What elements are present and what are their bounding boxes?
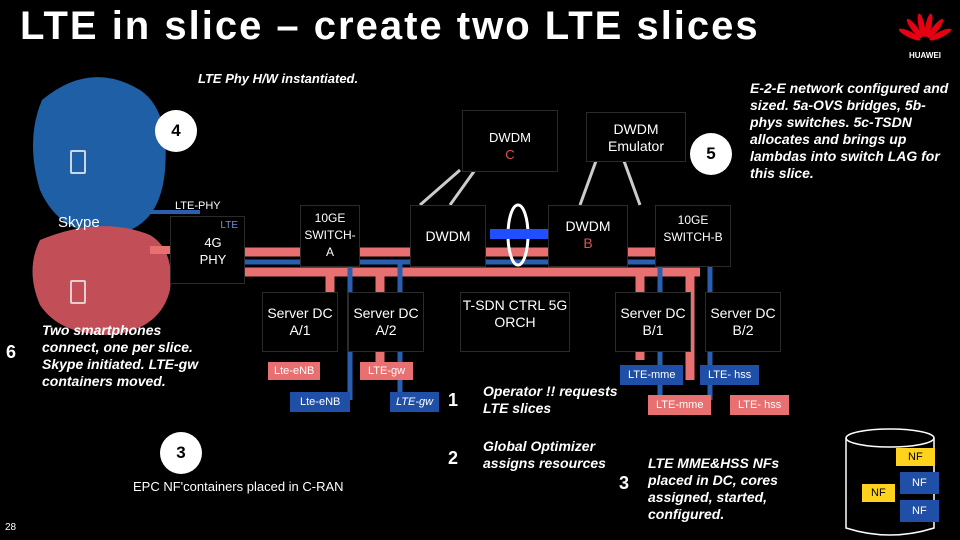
server-b2-box: Server DC B/2 xyxy=(705,292,781,352)
nf-tag-2: NF xyxy=(862,484,895,502)
dwdm-c-sub: C xyxy=(505,147,515,162)
step-1-label: 1 xyxy=(448,390,459,410)
red-phone-icon xyxy=(70,280,86,304)
step-3-badge: 3 xyxy=(160,432,202,474)
step-4-badge: 4 xyxy=(155,110,197,152)
switch-b-box: 10GE SWITCH-B xyxy=(655,205,731,267)
server-a1-box: Server DC A/1 xyxy=(262,292,338,352)
step-5-badge: 5 xyxy=(690,133,732,175)
nf-tag-4: NF xyxy=(900,500,939,522)
switch-a-box: 10GE SWITCH-A xyxy=(300,205,360,267)
caption-phy-instantiated: LTE Phy H/W instantiated. xyxy=(198,71,359,86)
dwdm-emulator-box: DWDM Emulator xyxy=(586,112,686,162)
caption-e2e-network: E-2-E network configured and sized. 5a-O… xyxy=(750,80,949,181)
huawei-wordmark: HUAWEI xyxy=(909,51,941,60)
caption-optimizer: Global Optimizer assigns resources xyxy=(483,438,606,471)
nf-tag-3: NF xyxy=(900,472,939,494)
nf-tag-1: NF xyxy=(896,448,935,466)
tsdn-box: T-SDN CTRL 5G ORCH xyxy=(460,292,570,352)
dwdm-a-box: DWDM xyxy=(410,205,486,267)
page-number: 28 xyxy=(5,522,17,533)
server-a2-box: Server DC A/2 xyxy=(348,292,424,352)
dwdm-b-box: DWDM B xyxy=(548,205,628,267)
step-6-label: 6 xyxy=(6,342,17,362)
page-title: LTE in slice – create two LTE slices xyxy=(20,4,760,48)
dwdm-c-box: DWDM C xyxy=(462,110,558,172)
huawei-logo: HUAWEI xyxy=(898,12,952,60)
phy-box: LTE 4G PHY xyxy=(170,216,245,284)
lte-hss-blue-label: LTE- hss xyxy=(700,365,760,385)
caption-mme-hss: LTE MME&HSS NFs placed in DC, cores assi… xyxy=(648,455,780,522)
lte-hss-red-label: LTE- hss xyxy=(730,395,790,415)
caption-operator: Operator !! requests LTE slices xyxy=(483,383,618,416)
server-b1-box: Server DC B/1 xyxy=(615,292,691,352)
lte-enb-red-label: Lte-eNB xyxy=(268,362,321,380)
blue-slice-region xyxy=(32,77,166,235)
blue-phone-icon xyxy=(70,150,86,174)
phy-4g-label: 4G PHY xyxy=(199,235,227,267)
caption-epc-placed: EPC NF'containers placed in C-RAN xyxy=(133,479,344,494)
lte-gw-red-label: LTE-gw xyxy=(360,362,414,380)
lte-enb-blue-label: Lte-eNB xyxy=(290,392,351,412)
step-2-label: 2 xyxy=(448,448,459,468)
red-slice-region xyxy=(32,226,171,335)
lte-mme-red-label: LTE-mme xyxy=(648,395,712,415)
skype-label: Skype xyxy=(58,214,100,231)
caption-smartphones: Two smartphones connect, one per slice. … xyxy=(42,322,199,389)
lte-mme-blue-label: LTE-mme xyxy=(620,365,684,385)
lte-gw-blue-label: LTE-gw xyxy=(390,392,440,412)
dwdm-b-sub: B xyxy=(583,235,593,251)
lte-small-label: LTE xyxy=(220,220,238,231)
step-3b-label: 3 xyxy=(619,473,630,493)
lte-phy-label: LTE-PHY xyxy=(175,200,221,212)
